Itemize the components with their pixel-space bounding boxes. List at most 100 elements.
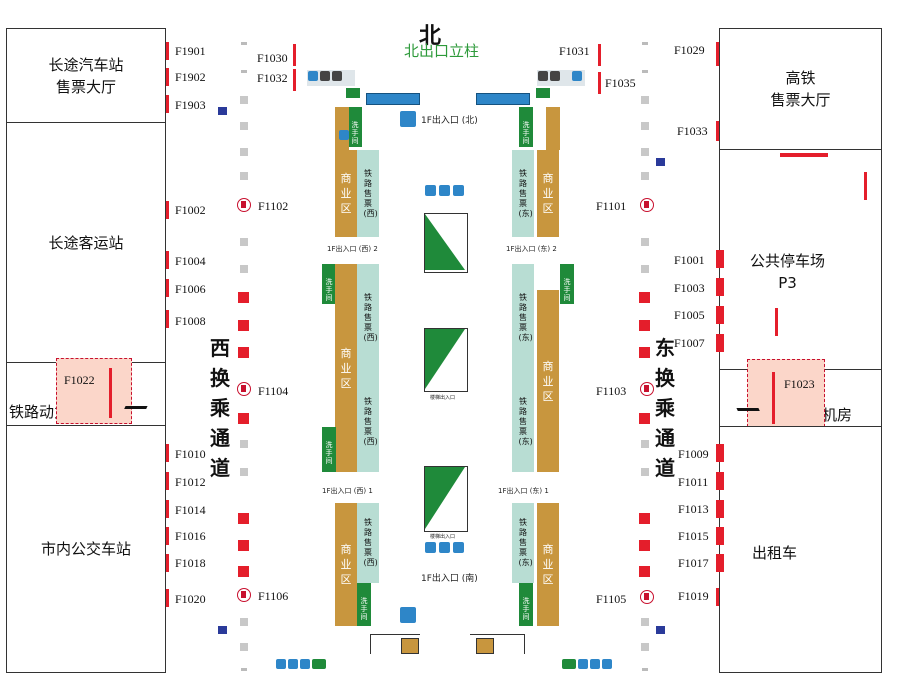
column-marker bbox=[240, 468, 248, 476]
info-icon bbox=[320, 71, 330, 81]
label-f1011: F1011 bbox=[678, 475, 709, 489]
green-marker bbox=[346, 88, 360, 98]
entrance-w1-label: 1F出入口 (西) 1 bbox=[322, 487, 373, 495]
info-icon bbox=[339, 130, 349, 140]
label-f1023: F1023 bbox=[784, 377, 815, 391]
column-marker bbox=[639, 540, 650, 551]
red-marker bbox=[716, 444, 724, 462]
column-marker bbox=[238, 347, 249, 358]
label-f1017: F1017 bbox=[678, 556, 709, 570]
column-marker bbox=[241, 70, 247, 73]
ticket-area-e3: 铁路售票(东) bbox=[512, 503, 534, 583]
stair-signs bbox=[425, 542, 467, 554]
ticket-label: 铁路售票(东) bbox=[518, 397, 533, 446]
column-marker bbox=[641, 618, 649, 626]
entrance-e1-label: 1F出入口 (东) 1 bbox=[498, 487, 549, 495]
restroom-label: 洗 手 间 bbox=[351, 121, 359, 145]
stair-entrance-label: 楼梯出入口 bbox=[430, 395, 456, 401]
stair-signs bbox=[425, 185, 467, 197]
red-marker bbox=[775, 308, 778, 336]
info-icon bbox=[578, 659, 588, 669]
long-distance-passenger-station: 长途客运站 bbox=[6, 122, 166, 363]
info-icon bbox=[300, 659, 310, 669]
north-exit-column-label: 北出口立柱 bbox=[404, 42, 480, 60]
label-f1008: F1008 bbox=[175, 314, 206, 328]
info-icon bbox=[590, 659, 600, 669]
label-f1009: F1009 bbox=[678, 447, 709, 461]
red-marker bbox=[293, 69, 296, 91]
south-gate-outline bbox=[524, 634, 525, 654]
staircase-1 bbox=[424, 213, 468, 273]
commercial-area-label: 商 业 区 bbox=[340, 543, 352, 586]
exit-icon bbox=[640, 198, 654, 212]
commercial-area-label: 商 业 区 bbox=[542, 172, 554, 215]
label-f1106: F1106 bbox=[258, 589, 289, 603]
west-transfer-corridor-label: 西 换 乘 通 道 bbox=[210, 336, 230, 480]
info-icon bbox=[425, 542, 436, 553]
column-marker bbox=[641, 122, 649, 130]
restroom-label: 洗 手 间 bbox=[360, 597, 368, 621]
label-f1102: F1102 bbox=[258, 199, 289, 213]
red-marker bbox=[109, 368, 112, 418]
restroom-e1: 洗 手 间 bbox=[519, 107, 533, 147]
restroom-w2: 洗 手 间 bbox=[322, 264, 336, 304]
column-marker bbox=[641, 96, 649, 104]
red-marker bbox=[716, 278, 724, 296]
label-f1015: F1015 bbox=[678, 529, 709, 543]
column-marker bbox=[240, 96, 248, 104]
red-marker bbox=[293, 44, 296, 66]
wayfinding-signs bbox=[537, 70, 585, 86]
label-f1010: F1010 bbox=[175, 447, 206, 461]
red-marker bbox=[716, 121, 719, 141]
label-f1014: F1014 bbox=[175, 503, 206, 517]
label-f1105: F1105 bbox=[596, 592, 627, 606]
column-marker bbox=[639, 347, 650, 358]
red-marker bbox=[166, 95, 169, 113]
ticket-area-e1: 铁路售票(东) bbox=[512, 150, 534, 237]
column-marker bbox=[238, 566, 249, 577]
wayfinding-signs bbox=[276, 659, 332, 670]
column-marker bbox=[641, 172, 649, 180]
pillar-icon bbox=[218, 107, 227, 115]
label-f1005: F1005 bbox=[674, 308, 705, 322]
direction-sign bbox=[366, 93, 420, 105]
info-icon bbox=[332, 71, 342, 81]
red-marker bbox=[166, 589, 169, 607]
label-f1013: F1013 bbox=[678, 502, 709, 516]
ticket-label: 铁路售票(西) bbox=[363, 293, 378, 342]
label-f1903: F1903 bbox=[175, 98, 206, 112]
label-f1035: F1035 bbox=[605, 76, 636, 90]
label-f1001: F1001 bbox=[674, 253, 705, 267]
label-f1002: F1002 bbox=[175, 203, 206, 217]
ticket-label: 铁路售票(东) bbox=[518, 518, 533, 567]
taxi-stand-label: 出租车 bbox=[752, 544, 798, 562]
red-marker bbox=[166, 42, 169, 60]
entrance-e2-label: 1F出入口 (东) 2 bbox=[506, 245, 557, 253]
label-f1104: F1104 bbox=[258, 384, 289, 398]
f1022-dashed-zone bbox=[56, 358, 132, 424]
direction-sign bbox=[476, 93, 530, 105]
label-f1019: F1019 bbox=[678, 589, 709, 603]
restroom-label: 洗 手 间 bbox=[325, 278, 333, 302]
column-marker bbox=[639, 320, 650, 331]
column-marker bbox=[238, 540, 249, 551]
info-icon bbox=[538, 71, 548, 81]
label-f1012: F1012 bbox=[175, 475, 206, 489]
entrance-north-icon bbox=[400, 111, 416, 127]
column-marker bbox=[641, 265, 649, 273]
commercial-area-w1-main: 商 业 区 bbox=[335, 150, 357, 237]
restroom-label: 洗 手 间 bbox=[563, 278, 571, 302]
f1023-dashed-zone bbox=[747, 359, 825, 427]
pillar-icon bbox=[656, 158, 665, 166]
info-icon bbox=[572, 71, 582, 81]
staircase-green bbox=[425, 329, 465, 389]
exit-icon bbox=[640, 382, 654, 396]
staircase-3 bbox=[424, 466, 468, 532]
commercial-area-w2: 商 业 区 bbox=[335, 264, 357, 472]
entrance-south-icon bbox=[400, 607, 416, 623]
info-icon bbox=[288, 659, 298, 669]
commercial-area-e1: 商 业 区 bbox=[537, 150, 559, 237]
south-gate-box bbox=[476, 638, 494, 654]
entrance-w2-label: 1F出入口 (西) 2 bbox=[327, 245, 378, 253]
red-marker bbox=[166, 251, 169, 269]
